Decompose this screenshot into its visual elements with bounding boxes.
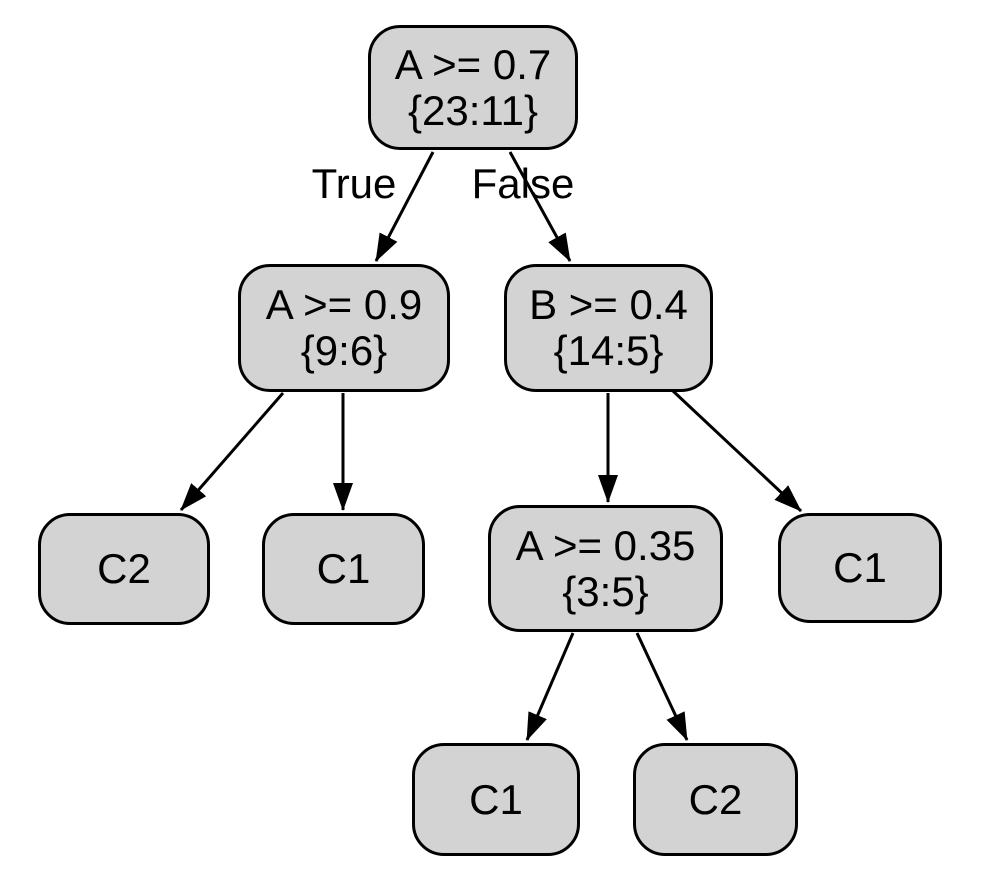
edge-b04-to-c1-right — [671, 389, 803, 513]
tree-node-c1-bottom: C1 — [412, 743, 580, 856]
node-label: A >= 0.7 — [394, 40, 552, 88]
node-label: A >= 0.35 — [515, 521, 696, 569]
edge-label-true: True — [311, 160, 397, 207]
edge-label-false: False — [471, 160, 575, 207]
node-counts: {3:5} — [562, 567, 649, 615]
tree-node-c2-bottom: C2 — [633, 743, 798, 856]
node-label: C2 — [688, 775, 743, 823]
tree-node-c1-left: C1 — [262, 513, 425, 625]
tree-node-a035: A >= 0.35 {3:5} — [488, 505, 723, 632]
node-label: C2 — [97, 545, 151, 592]
node-label: B >= 0.4 — [529, 281, 688, 328]
node-counts: {14:5} — [553, 327, 664, 374]
node-counts: {23:11} — [407, 86, 539, 134]
edge-a09-to-c2-left — [179, 392, 285, 511]
edge-root-to-a09 — [374, 151, 435, 262]
node-label: C1 — [469, 775, 523, 823]
edge-a035-to-c1-bottom — [525, 632, 575, 741]
tree-node-root: A >= 0.7 {23:11} — [368, 25, 578, 150]
node-label: A >= 0.9 — [265, 281, 423, 328]
node-label: C1 — [316, 545, 371, 592]
node-label: C1 — [833, 544, 887, 591]
edge-root-to-b04 — [508, 151, 572, 262]
tree-node-a09: A >= 0.9 {9:6} — [238, 264, 450, 392]
tree-node-b04: B >= 0.4 {14:5} — [504, 264, 713, 392]
edge-group — [179, 151, 803, 741]
edge-a035-to-c2-bottom — [635, 632, 689, 741]
node-counts: {9:6} — [300, 327, 388, 374]
tree-node-c1-right: C1 — [778, 513, 942, 623]
tree-node-c2-left: C2 — [38, 513, 210, 625]
